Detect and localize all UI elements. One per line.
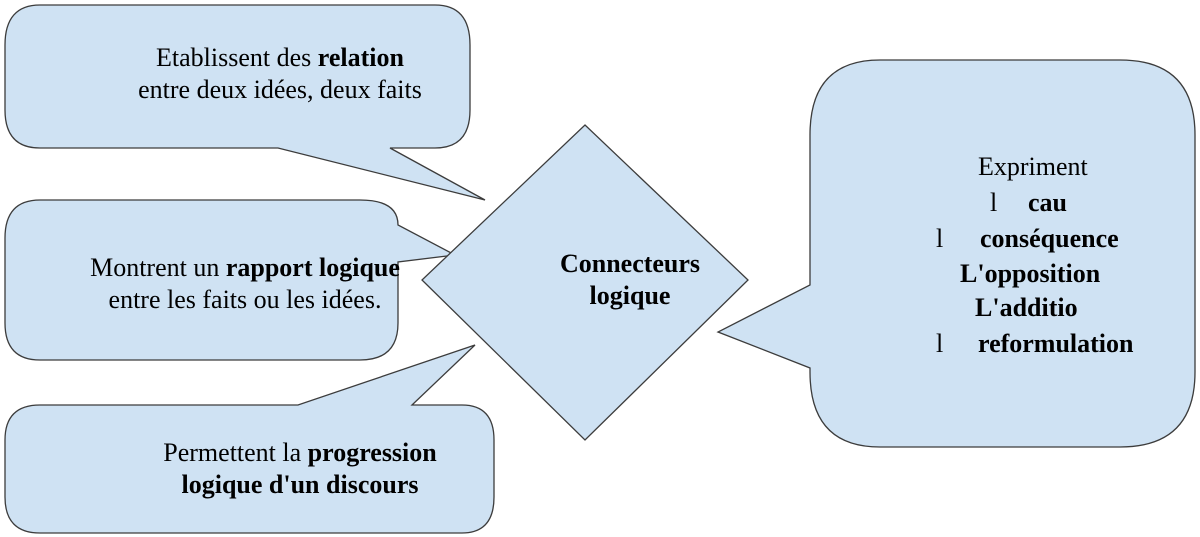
bubble-relation-shape [4, 4, 486, 201]
bullet-icon: l [936, 329, 944, 358]
bubble-rapport-line2: entre les faits ou les idées. [108, 285, 382, 314]
bubble-relation-text: Etablissent des relation entre deux idée… [70, 42, 490, 106]
expriment-item: l conséquence [936, 223, 1119, 255]
bubble-relation-line2: entre deux idées, deux faits [138, 75, 422, 104]
expriment-item-text: L'additio [975, 293, 1078, 322]
center-label-line1: Connecteurs [559, 249, 701, 278]
bubble-progression-line2: logique d'un discours [181, 470, 419, 499]
bullet-icon: l [990, 188, 998, 217]
bubble-progression-line1: Permettent la progression [163, 438, 437, 467]
expriment-item: L'opposition [960, 258, 1100, 290]
bubble-expriment-shape [716, 59, 1196, 448]
bubble-progression-bold: progression [307, 438, 437, 467]
expriment-item-text: conséquence [980, 224, 1119, 253]
center-diamond [421, 124, 749, 441]
expriment-item: L'additio [975, 292, 1078, 324]
bubble-rapport-bold: rapport logique [225, 253, 400, 282]
center-label-line2: logique [589, 281, 671, 310]
bubble-relation-bold: relation [317, 43, 404, 72]
expriment-item: l cau [990, 187, 1067, 219]
center-label: Connecteurs logique [500, 248, 760, 312]
bubble-progression-text: Permettent la progression logique d'un d… [100, 437, 500, 501]
expriment-item-text: L'opposition [960, 259, 1101, 288]
bubble-rapport-line1: Montrent un rapport logique [90, 253, 400, 282]
bubble-progression-shape [4, 344, 495, 534]
bubble-rapport-text: Montrent un rapport logique entre les fa… [40, 252, 450, 316]
bullet-icon: l [936, 224, 944, 253]
expriment-item-text: reformulation [978, 329, 1134, 358]
bubble-rapport-shape [4, 199, 458, 361]
bubble-expriment-title: Expriment [978, 152, 1088, 181]
bubble-relation-line1: Etablissent des relation [156, 43, 404, 72]
expriment-item-text: cau [1028, 188, 1067, 217]
expriment-item: l reformulation [936, 328, 1134, 360]
